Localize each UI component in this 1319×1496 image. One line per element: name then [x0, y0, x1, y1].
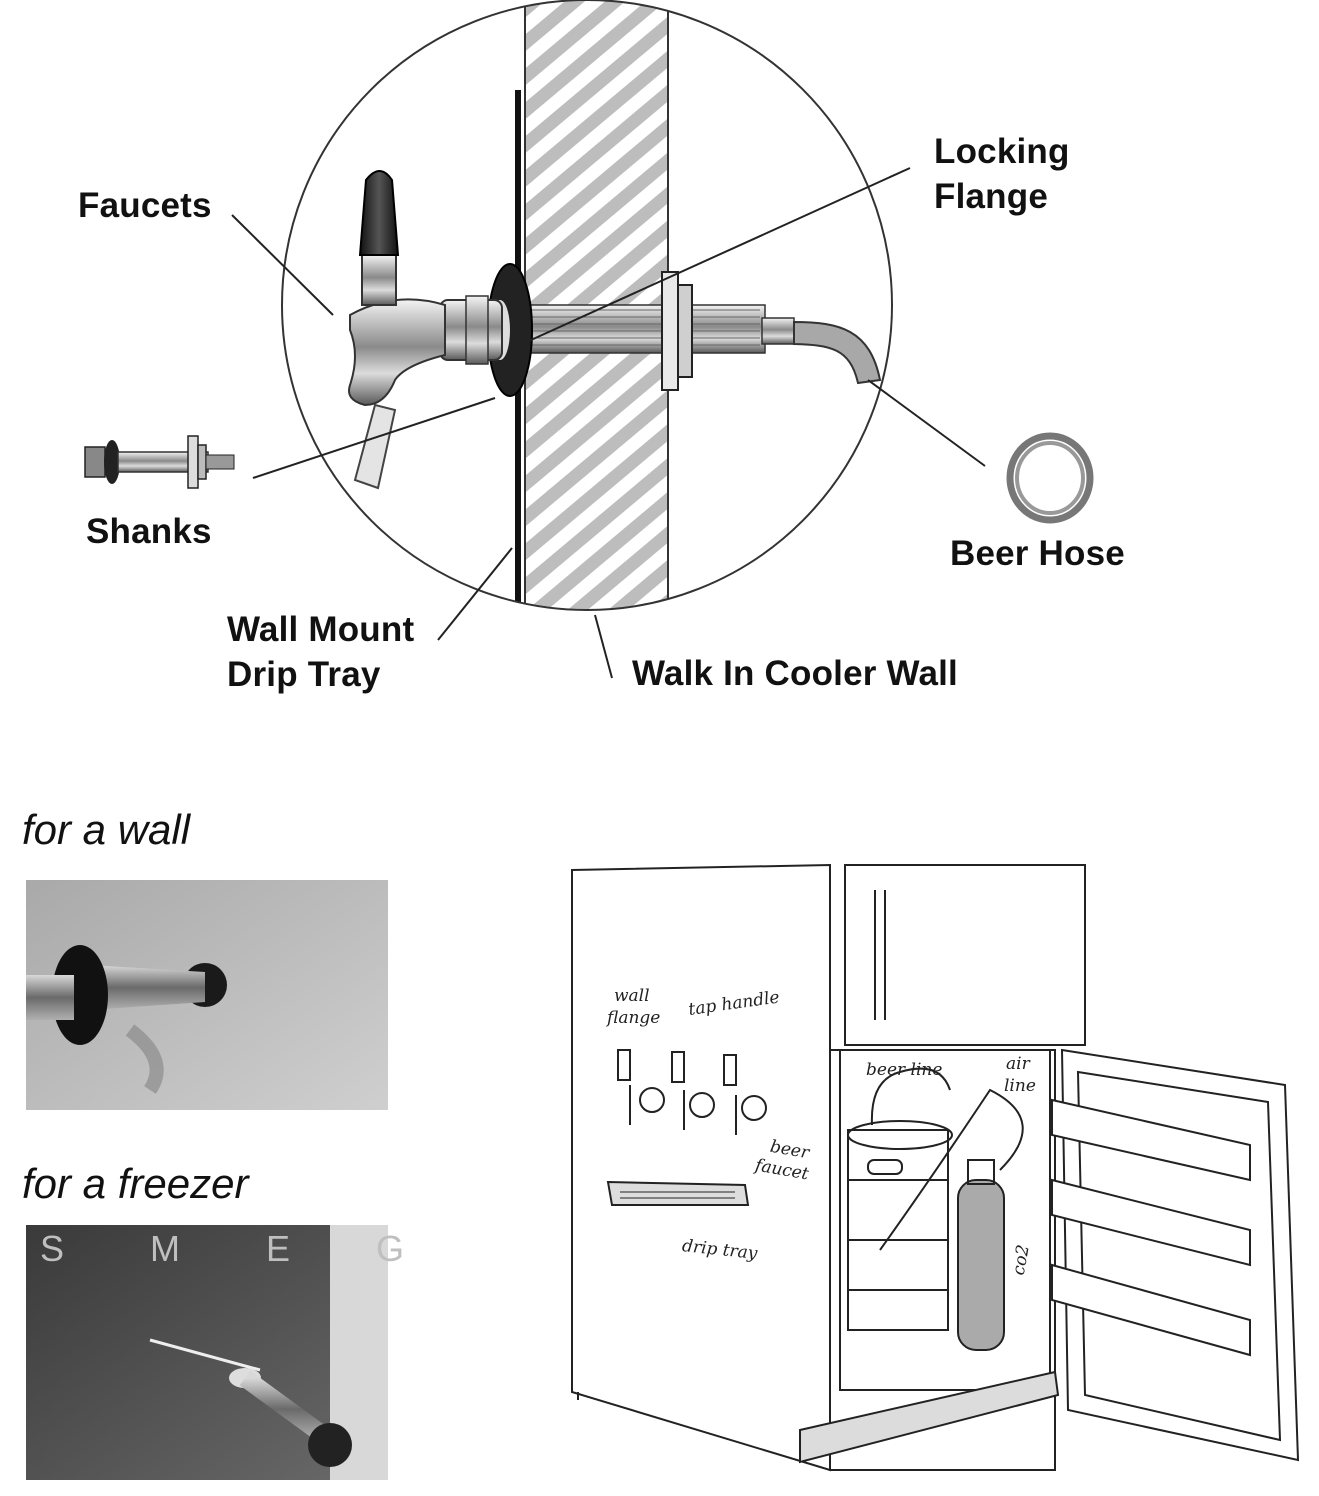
- shank-illustration: [84, 435, 235, 489]
- drip-tray-label-line1: Wall Mount: [227, 610, 415, 649]
- locking-flange-label-line2: Flange: [934, 177, 1048, 216]
- wall-mount-diagram: [84, 0, 1094, 679]
- shanks-label: Shanks: [86, 512, 212, 551]
- wall-caption: for a wall: [22, 806, 191, 853]
- tap-handle-label: tap handle: [687, 987, 781, 1020]
- co2-label: co2: [1008, 1243, 1034, 1277]
- drip-tray-leader: [437, 547, 513, 641]
- wall-flange-label-line2: flange: [607, 1008, 661, 1028]
- locking-flange-leader: [519, 167, 911, 346]
- faucets-leader: [231, 214, 334, 316]
- cooler-wall-leader: [594, 614, 613, 679]
- faucet: [348, 170, 503, 407]
- locking-flange-part: [661, 271, 679, 391]
- freezer-brand-letters: S M E G: [40, 1228, 443, 1269]
- beer-line-label: beer line: [866, 1060, 943, 1080]
- shanks-leader: [252, 397, 496, 479]
- shank-body: [499, 304, 766, 354]
- beer-hose-label: Beer Hose: [950, 534, 1125, 573]
- freezer-caption: for a freezer: [22, 1160, 249, 1207]
- beer-hose-coil: [1006, 432, 1094, 524]
- drip-tray-label: drip tray: [681, 1236, 759, 1264]
- cooler-wall-label: Walk In Cooler Wall: [632, 654, 958, 693]
- air-line-label-line2: line: [1004, 1076, 1036, 1096]
- faucets-label: Faucets: [78, 186, 212, 225]
- wall-flange-label-line1: wall: [614, 986, 650, 1006]
- locking-flange-label-line1: Locking: [934, 132, 1070, 171]
- beer-hose-leader: [867, 379, 986, 467]
- drip-tray-label-line2: Drip Tray: [227, 655, 381, 694]
- air-line-label-line1: air: [1006, 1054, 1030, 1074]
- detail-circle: [281, 0, 893, 611]
